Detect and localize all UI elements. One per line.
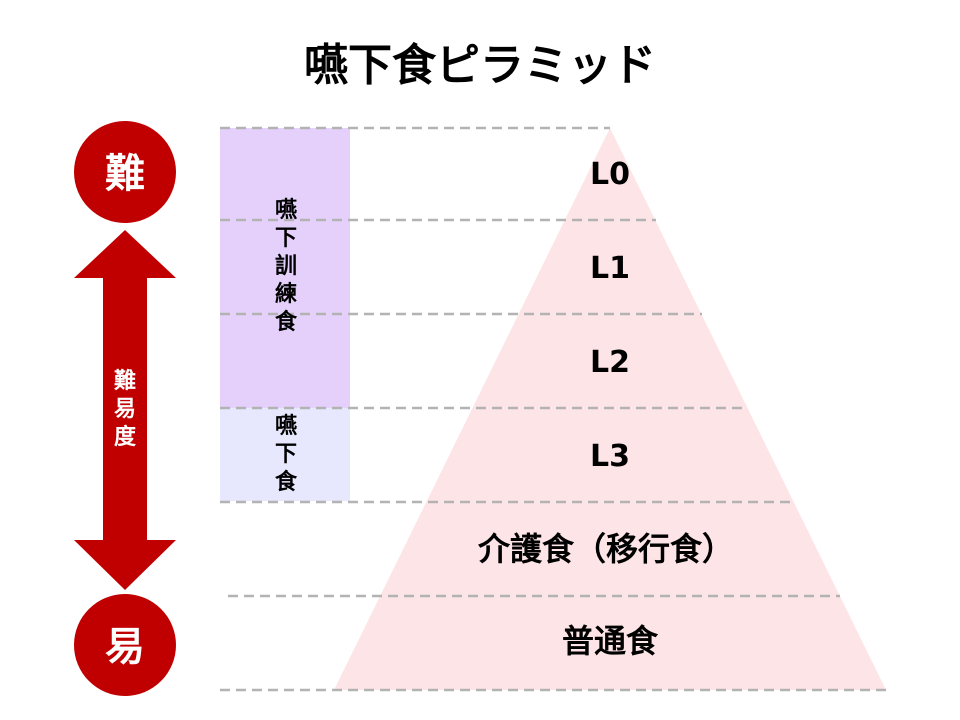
level-label-l0: L0 xyxy=(590,157,630,192)
training-food-band xyxy=(220,128,350,408)
easy-circle xyxy=(74,594,176,696)
swallow-food-char: 嚥 xyxy=(275,413,297,439)
page-title: 嚥下食ピラミッド xyxy=(304,40,656,91)
difficulty-char: 度 xyxy=(114,424,137,450)
level-label-regular-food: 普通食 xyxy=(562,622,659,660)
difficulty-char: 易 xyxy=(114,397,136,422)
level-label-l3: L3 xyxy=(590,439,630,474)
difficulty-axis-label: 難 易 度 xyxy=(114,368,137,450)
swallow-food-char: 食 xyxy=(275,469,298,495)
difficulty-char: 難 xyxy=(114,368,136,394)
level-label-l2: L2 xyxy=(590,345,630,380)
training-food-char: 訓 xyxy=(275,253,297,279)
hard-label: 難 xyxy=(105,151,145,197)
swallow-food-char: 下 xyxy=(275,442,297,467)
training-food-char: 下 xyxy=(275,226,297,251)
swallow-food-label: 嚥 下 食 xyxy=(275,413,298,495)
level-label-l1: L1 xyxy=(590,251,630,286)
swallow-food-band xyxy=(220,408,350,501)
easy-label: 易 xyxy=(105,624,145,670)
level-label-care-food: 介護食（移行食） xyxy=(477,530,734,568)
hard-circle xyxy=(74,121,176,223)
double-arrow xyxy=(74,230,176,590)
training-food-label: 嚥 下 訓 練 食 xyxy=(275,197,298,335)
training-food-char: 練 xyxy=(275,281,297,307)
training-food-char: 嚥 xyxy=(275,197,297,223)
training-food-char: 食 xyxy=(275,309,298,335)
level-separators xyxy=(220,126,886,692)
